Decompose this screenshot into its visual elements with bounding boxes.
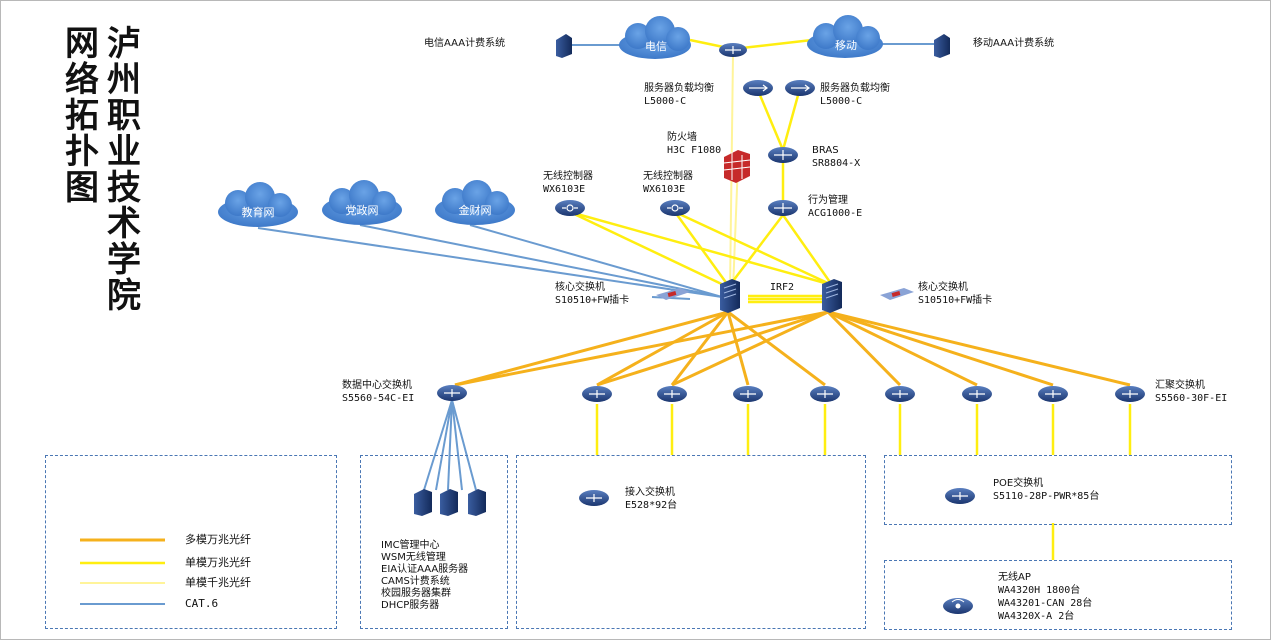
poe-switch-model: S5110-28P-PWR*85台 <box>993 491 1100 502</box>
agg-switch-4-icon <box>810 386 840 402</box>
lb-left-model: L5000-C <box>644 96 687 107</box>
agg-switch-3-icon <box>733 386 763 402</box>
cloud-mobile-label: 移动 <box>835 39 857 52</box>
cloud-party <box>322 180 402 225</box>
server-item: IMC管理中心 <box>381 540 440 551</box>
behavior-name: 行为管理 <box>808 195 848 206</box>
ap-box <box>884 560 1232 630</box>
core-left-name: 核心交换机 <box>555 282 605 293</box>
legend-label-multimode-10g: 多模万兆光纤 <box>185 533 251 546</box>
firewall-icon <box>723 150 751 183</box>
bras-name: BRAS <box>812 145 839 156</box>
server-item: DHCP服务器 <box>381 600 440 611</box>
poe-switch-icon <box>945 488 975 504</box>
server-tower-3-icon <box>468 489 486 516</box>
access-box <box>516 455 866 629</box>
dc-switch-name: 数据中心交换机 <box>342 380 412 391</box>
wireless-ap-icon <box>943 598 973 614</box>
bras-model: SR8804-X <box>812 158 861 169</box>
behavior-management-icon <box>768 200 798 216</box>
agg-switch-model: S5560-30F-EI <box>1155 393 1228 404</box>
cloud-mobile <box>807 15 883 58</box>
ap-model-1: WA4320H 1800台 <box>998 585 1081 596</box>
server-box <box>360 455 508 629</box>
server-item: WSM无线管理 <box>381 552 446 563</box>
access-switch-name: 接入交换机 <box>625 487 675 498</box>
fw-card-left-icon <box>656 288 690 300</box>
agg-switch-6-icon <box>962 386 992 402</box>
cloud-finance <box>435 180 515 225</box>
server-item: CAMS计费系统 <box>381 576 450 587</box>
agg-switch-8-icon <box>1115 386 1145 402</box>
core-switch-right-icon <box>822 279 842 313</box>
agg-switch-1-icon <box>582 386 612 402</box>
wlc2-model: WX6103E <box>643 184 686 195</box>
irf-label: IRF2 <box>770 282 795 293</box>
access-switch-model: E528*92台 <box>625 500 678 511</box>
mobile-aaa-server-icon <box>934 34 950 58</box>
agg-switch-name: 汇聚交换机 <box>1155 380 1205 391</box>
wlc2-name: 无线控制器 <box>643 171 693 182</box>
legend-label-cat6: CAT.6 <box>185 597 219 610</box>
cloud-finance-label: 金财网 <box>458 204 492 217</box>
server-list: IMC管理中心 WSM无线管理 EIA认证AAA服务器 CAMS计费系统 校园服… <box>381 540 468 612</box>
title-network-topology: 网络拓扑图 <box>65 24 99 208</box>
telecom-aaa-server-icon <box>556 34 572 58</box>
links-cat6 <box>257 43 938 491</box>
lb-right-model: L5000-C <box>820 96 863 107</box>
lb-left-name: 服务器负载均衡 <box>644 83 714 94</box>
wlc1-name: 无线控制器 <box>543 171 593 182</box>
legend-label-singlemode-1g: 单模千兆光纤 <box>185 576 251 589</box>
telecom-aaa-label: 电信AAA计费系统 <box>424 38 506 49</box>
wireless-controller-2-icon <box>660 200 690 216</box>
load-balancer-left-icon <box>743 80 773 96</box>
mobile-aaa-label: 移动AAA计费系统 <box>973 38 1055 49</box>
agg-switch-7-icon <box>1038 386 1068 402</box>
legend-label-singlemode-10g: 单模万兆光纤 <box>185 556 251 569</box>
cloud-telecom <box>619 16 691 59</box>
behavior-model: ACG1000-E <box>808 208 863 219</box>
wlc1-model: WX6103E <box>543 184 586 195</box>
server-item: 校园服务器集群 <box>381 588 451 599</box>
poe-switch-name: POE交换机 <box>993 478 1044 489</box>
wireless-controller-1-icon <box>555 200 585 216</box>
load-balancer-right-icon <box>785 80 815 96</box>
ap-model-3: WA4320X-A 2台 <box>998 611 1075 622</box>
links-singlemode-10g <box>569 38 1132 560</box>
cloud-telecom-label: 电信 <box>645 40 667 53</box>
legend-box <box>45 455 337 629</box>
bras-router-icon <box>768 147 798 163</box>
core-right-name: 核心交换机 <box>918 282 968 293</box>
legend-lines <box>80 538 165 605</box>
agg-switch-5-icon <box>885 386 915 402</box>
cloud-party-label: 党政网 <box>345 204 379 217</box>
dc-switch-model: S5560-54C-EI <box>342 393 415 404</box>
core-switch-left-icon <box>720 279 740 313</box>
agg-switch-2-icon <box>657 386 687 402</box>
access-switch-icon <box>579 490 609 506</box>
ap-name: 无线AP <box>998 572 1031 583</box>
firewall-name: 防火墙 <box>667 132 697 143</box>
server-tower-2-icon <box>440 489 458 516</box>
firewall-model: H3C F1080 <box>667 145 722 156</box>
cloud-edu-label: 教育网 <box>241 206 275 219</box>
links-multimode-10g <box>454 310 1131 387</box>
poe-box <box>884 455 1232 525</box>
server-tower-1-icon <box>414 489 432 516</box>
lb-right-name: 服务器负载均衡 <box>820 83 890 94</box>
server-item: EIA认证AAA服务器 <box>381 564 469 575</box>
core-left-model: S10510+FW插卡 <box>555 295 630 306</box>
cloud-edu <box>218 182 298 227</box>
title-school-name: 泸州职业技术学院 <box>107 24 141 316</box>
top-switch-icon <box>719 43 747 57</box>
ap-model-2: WA43201-CAN 28台 <box>998 598 1093 609</box>
fw-card-right-icon <box>880 288 914 300</box>
dc-switch-icon <box>437 385 467 401</box>
core-right-model: S10510+FW插卡 <box>918 295 993 306</box>
